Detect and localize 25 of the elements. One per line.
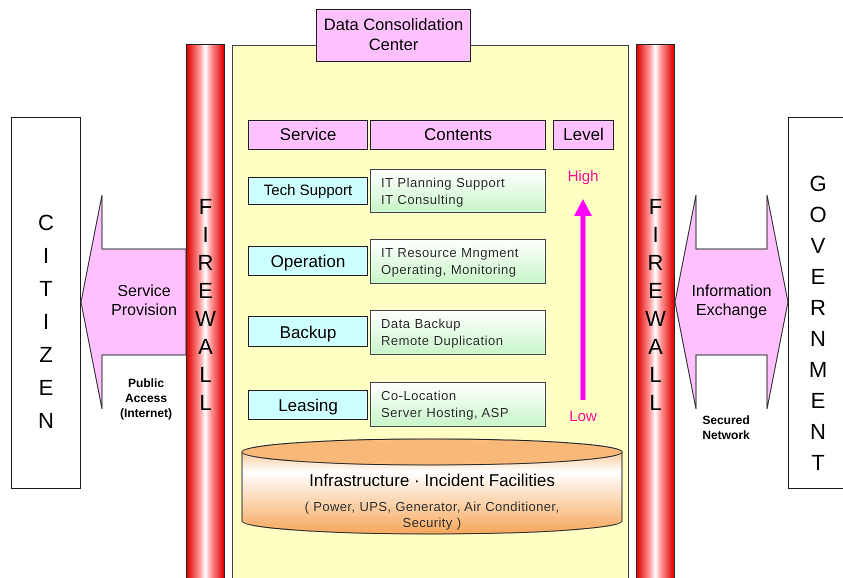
- actor-box: CITIZEN: [11, 117, 81, 489]
- actor-box: GOVERNMENT: [788, 117, 843, 489]
- block-arrow: [80, 194, 186, 410]
- edge-label: Service Provision: [110, 282, 178, 320]
- title-box: Data Consolidation Center: [316, 9, 471, 62]
- double-block-arrow: [674, 194, 788, 410]
- edge-label: Information Exchange: [690, 282, 773, 320]
- contents-box: Co-Location Server Hosting, ASP: [370, 382, 546, 427]
- note-text: Secured Network: [701, 413, 751, 443]
- note-text: Public Access (Internet): [119, 376, 173, 421]
- header-box: Contents: [370, 120, 546, 150]
- service-box: Backup: [248, 316, 368, 347]
- contents-box: Data Backup Remote Duplication: [370, 310, 546, 355]
- level-label: High: [566, 168, 600, 185]
- service-box: Tech Support: [248, 177, 368, 205]
- header-box: Level: [553, 120, 614, 150]
- contents-box: IT Resource Mngment Operating, Monitoring: [370, 239, 546, 284]
- service-box: Leasing: [248, 390, 368, 420]
- contents-box: IT Planning Support IT Consulting: [370, 169, 546, 213]
- header-box: Service: [248, 120, 368, 150]
- firewall-bar: FIREWALL: [636, 44, 675, 578]
- firewall-bar: FIREWALL: [186, 44, 225, 578]
- infrastructure-cylinder: Infrastructure · Incident Facilities ( Power, UPS, Generator, Air Conditioner, Security ): [241, 438, 623, 535]
- level-label: Low: [568, 408, 598, 425]
- service-box: Operation: [248, 246, 368, 276]
